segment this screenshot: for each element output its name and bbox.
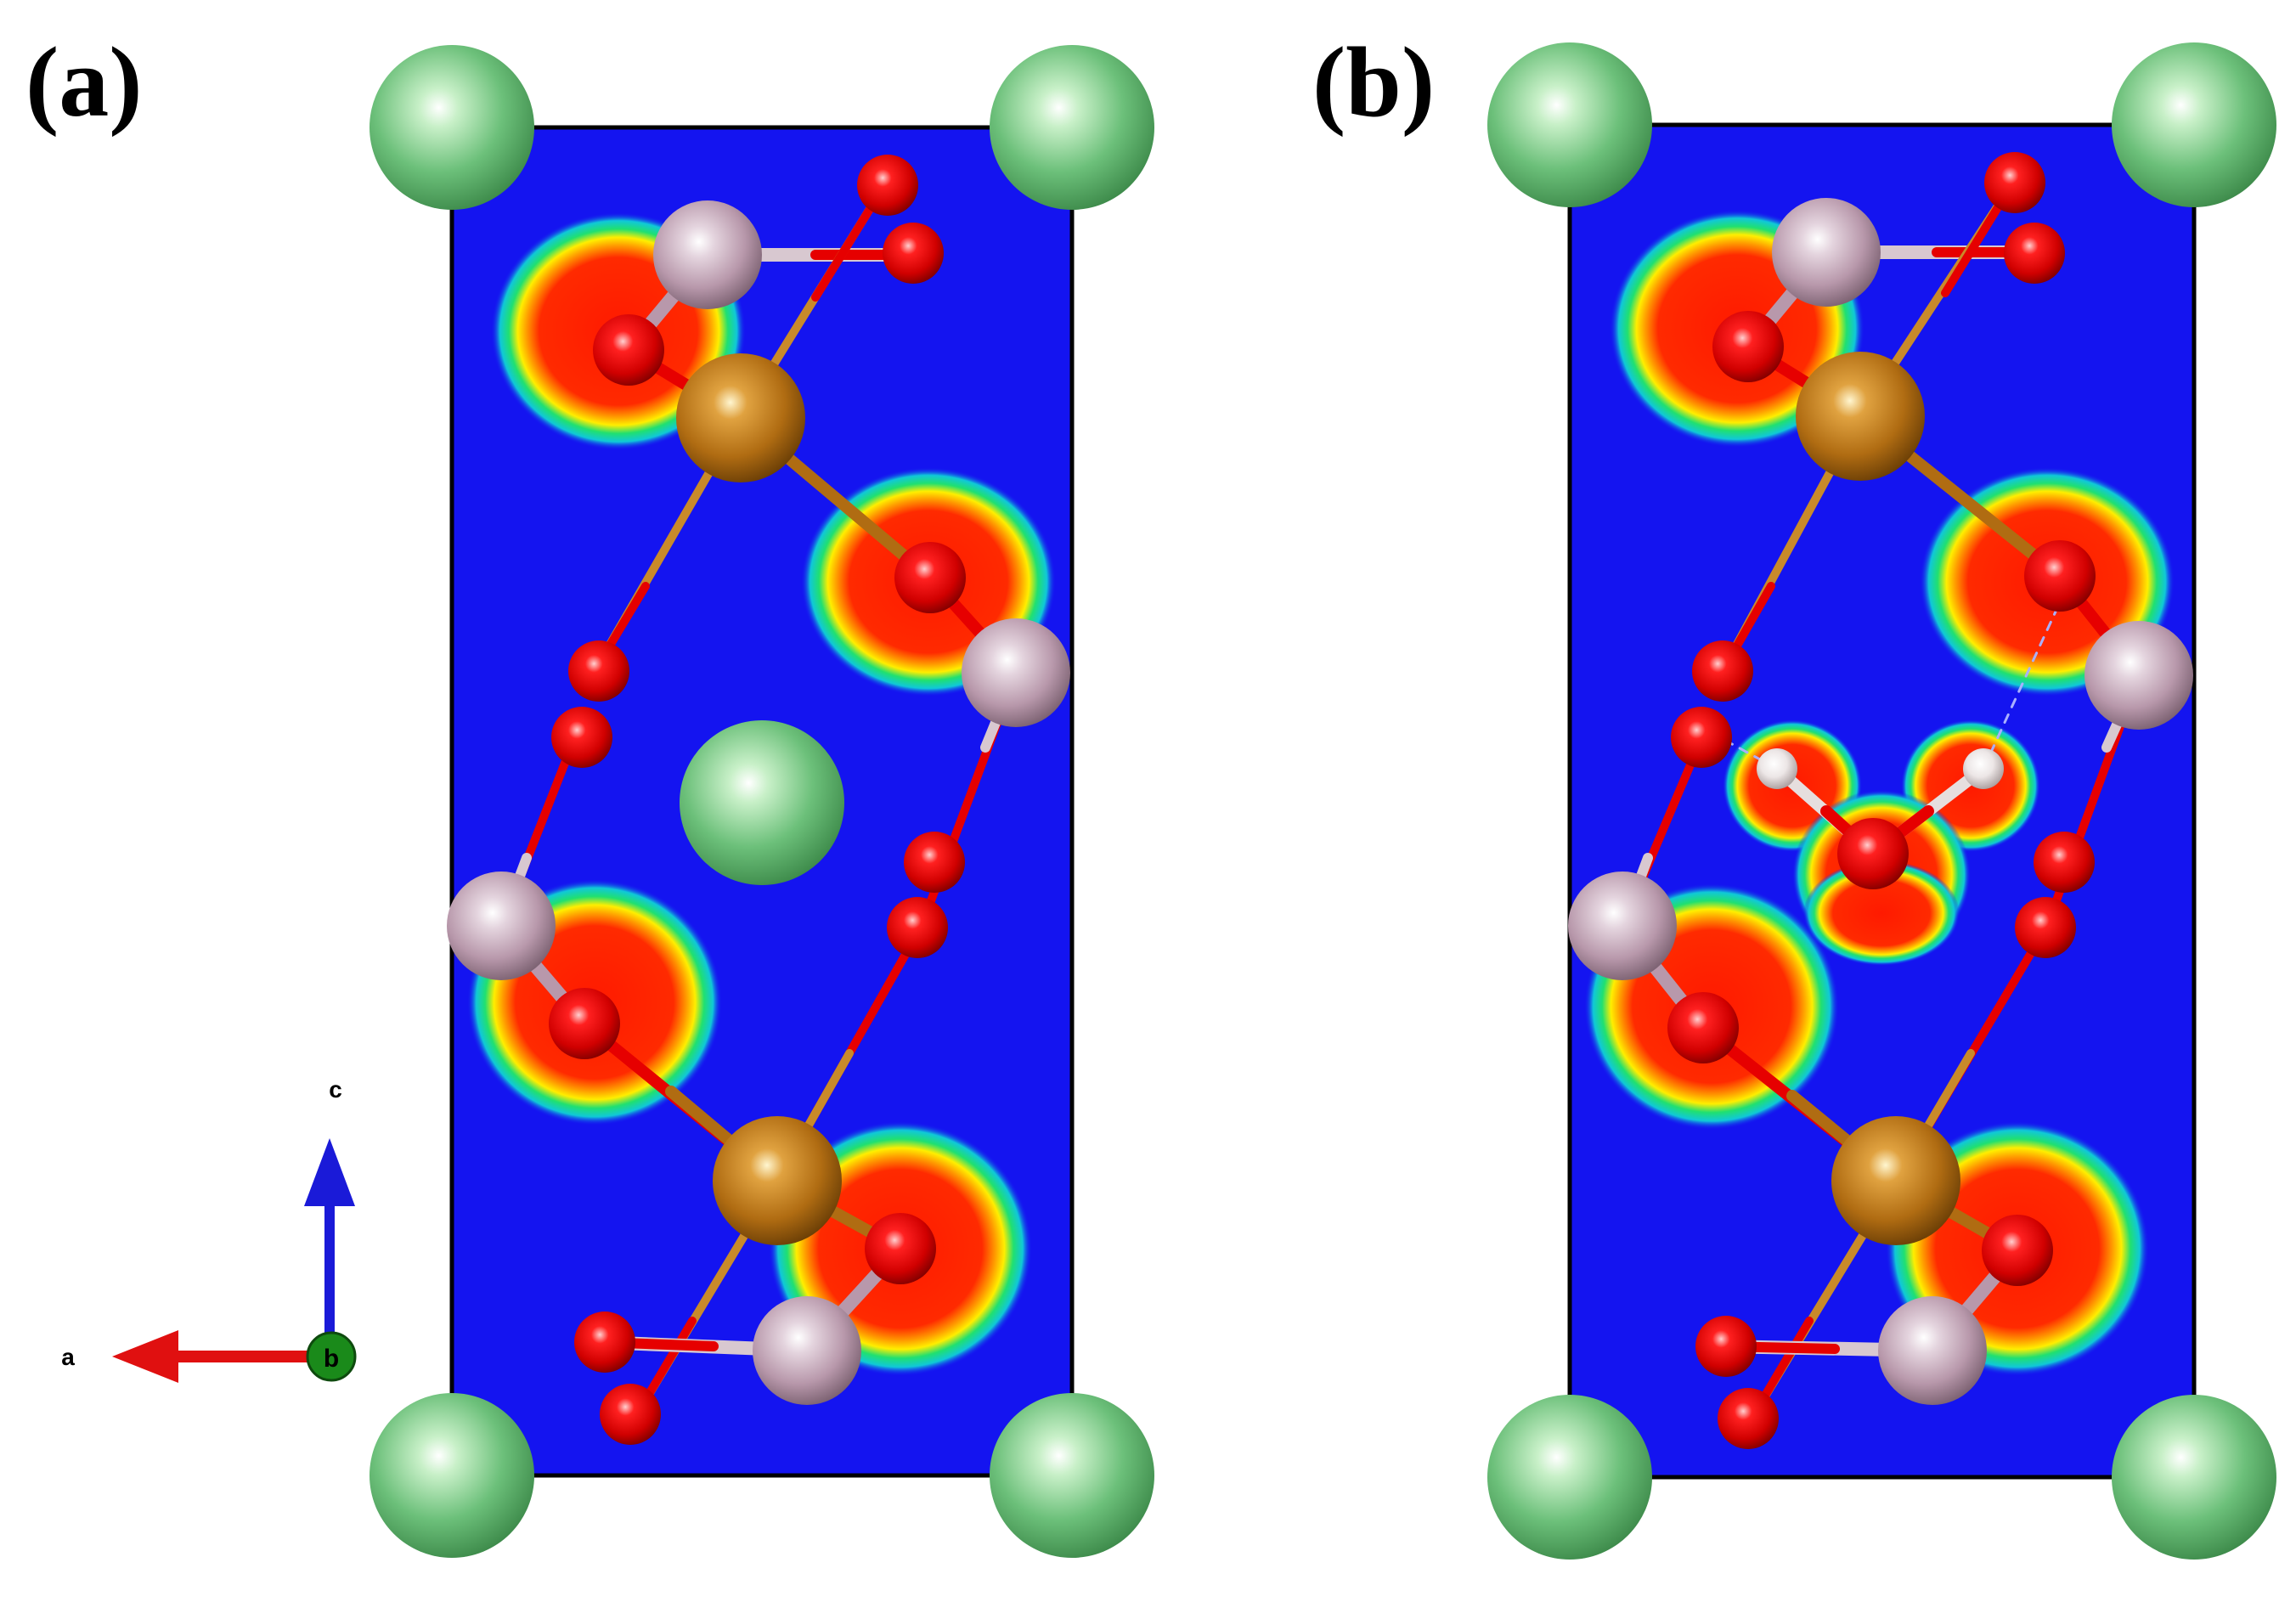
oxygen-atom	[894, 542, 966, 613]
c-axis-shaft	[324, 1204, 335, 1347]
a-axis-shaft	[177, 1351, 328, 1362]
panel-a-label: (a)	[25, 26, 143, 138]
water-density-contour	[1803, 860, 1960, 966]
hydrogen-atom	[1757, 748, 1797, 789]
large-atom	[370, 1393, 534, 1558]
oxygen-atom	[568, 640, 629, 702]
water-oxygen-atom	[1837, 818, 1909, 889]
medium-atom	[676, 353, 805, 482]
oxygen-atom	[1982, 1215, 2053, 1286]
atoms	[1487, 42, 2276, 1560]
oxygen-atom	[1667, 992, 1739, 1063]
small-atom	[962, 618, 1070, 727]
panel-a	[370, 45, 1154, 1558]
c-axis-label: c	[329, 1076, 342, 1103]
panel-b	[1487, 42, 2276, 1560]
oxygen-atom	[2004, 223, 2065, 284]
oxygen-atom	[1984, 152, 2045, 213]
large-atom	[680, 720, 844, 885]
c-axis-arrowhead	[304, 1138, 355, 1206]
oxygen-atom	[549, 988, 620, 1059]
oxygen-atom	[1718, 1388, 1779, 1449]
panel-b-label: (b)	[1312, 26, 1436, 138]
unit-cell-outline	[1567, 122, 2197, 1480]
b-axis-dot	[306, 1331, 357, 1382]
large-atom	[990, 1393, 1154, 1558]
oxygen-atom	[1712, 311, 1784, 382]
oxygen-atom	[2015, 897, 2076, 958]
a-axis-label: a	[61, 1344, 75, 1370]
small-atom	[2084, 621, 2193, 730]
large-atom	[370, 45, 534, 210]
oxygen-atom	[857, 155, 918, 216]
b-axis-label: b	[324, 1345, 339, 1373]
oxygen-atom	[883, 223, 944, 284]
small-atom	[447, 872, 556, 980]
atoms	[370, 45, 1154, 1558]
oxygen-atom	[1671, 707, 1732, 768]
oxygen-atom	[2034, 832, 2095, 893]
oxygen-atom	[2024, 540, 2096, 612]
small-atom	[1878, 1296, 1987, 1405]
oxygen-atom	[865, 1213, 936, 1284]
oxygen-atom	[904, 832, 965, 893]
oxygen-atom	[551, 707, 612, 768]
oxygen-atom	[574, 1311, 635, 1373]
hydrogen-atom	[1963, 748, 2004, 789]
medium-atom	[713, 1116, 842, 1245]
oxygen-atom	[600, 1384, 661, 1445]
small-atom	[1772, 198, 1881, 307]
oxygen-atom	[1692, 640, 1753, 702]
unit-cell-outline	[449, 125, 1075, 1478]
large-atom	[1487, 1395, 1652, 1560]
large-atom	[1487, 42, 1652, 207]
small-atom	[1568, 872, 1677, 980]
small-atom	[653, 200, 762, 309]
small-atom	[753, 1296, 861, 1405]
medium-atom	[1796, 352, 1925, 481]
axis-indicator: b c a	[61, 1076, 357, 1383]
oxygen-atom	[593, 314, 664, 386]
large-atom	[2112, 42, 2276, 207]
a-axis-arrowhead	[112, 1330, 178, 1383]
oxygen-atom	[1695, 1316, 1757, 1377]
large-atom	[990, 45, 1154, 210]
large-atom	[2112, 1395, 2276, 1560]
medium-atom	[1831, 1116, 1960, 1245]
oxygen-atom	[887, 897, 948, 958]
